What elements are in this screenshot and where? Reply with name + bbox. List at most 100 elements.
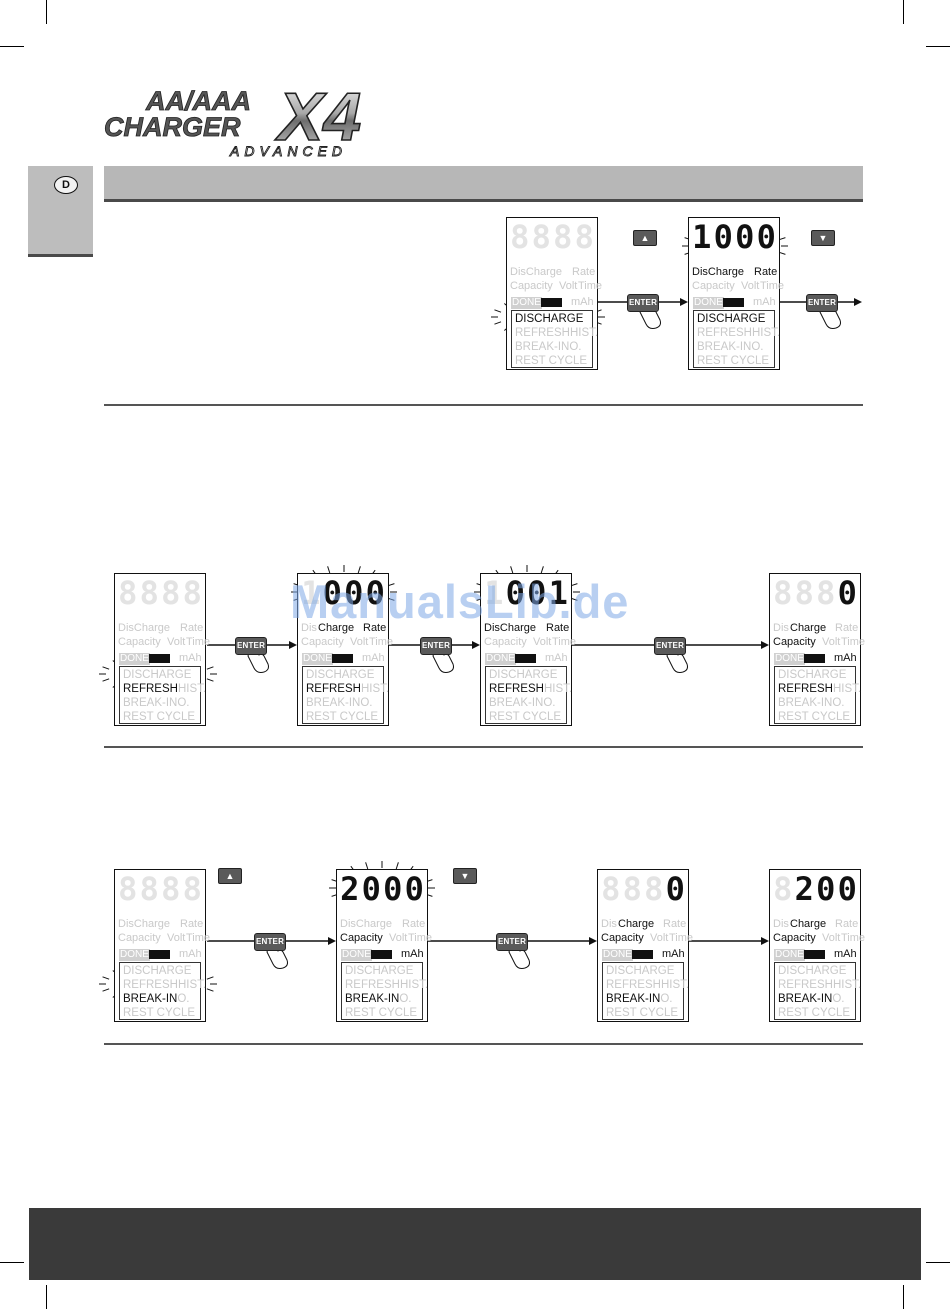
lcd-mode-item: REST CYCLE: [120, 710, 200, 724]
lcd-label-capacity: Capacity: [510, 280, 553, 292]
lcd-mode-item: REFRESHHIST.: [120, 682, 206, 696]
blink-ray: [540, 566, 544, 574]
enter-button[interactable]: ENTER: [235, 637, 267, 655]
lcd-digit: 8: [644, 870, 664, 908]
lcd-mode-item: REFRESHHIST.: [342, 978, 428, 992]
lcd-digit: 8: [182, 574, 202, 612]
lcd-mode-name: BREAK-IN: [606, 993, 661, 1005]
lcd-mah-label: mAh: [362, 652, 385, 664]
lcd-digit: 2: [340, 870, 360, 908]
lcd-mode-item: DISCHARGE: [120, 964, 200, 978]
lcd-digit: 2: [794, 870, 814, 908]
lcd-mode-name: REFRESH: [778, 683, 833, 695]
flow-arrowhead: [854, 298, 862, 306]
lcd-label-capacity: Capacity: [773, 636, 816, 648]
lcd-digit: 0: [837, 870, 857, 908]
crop-mark: [46, 0, 47, 24]
lcd-label-mode: DisCharge: [484, 622, 536, 634]
lcd-mode-name: REFRESH: [306, 683, 361, 695]
lcd-mode-item: BREAK-INO.: [120, 696, 200, 710]
lcd-progress-bar: [541, 298, 562, 307]
lcd-digit: 0: [527, 574, 547, 612]
blink-ray: [206, 988, 214, 992]
lcd-digit: 8: [161, 870, 181, 908]
logo-mark: X4: [274, 82, 361, 155]
down-arrow-button[interactable]: ▼: [811, 230, 835, 246]
lcd-done-label: DONE: [774, 653, 805, 665]
lcd-done-label: DONE: [602, 949, 633, 961]
lcd-mode-name: DISCHARGE: [515, 313, 584, 325]
lcd-digit: 8: [601, 870, 621, 908]
enter-button[interactable]: ENTER: [496, 933, 528, 951]
language-badge: D: [54, 176, 78, 194]
lcd-mode-item: BREAK-INO.: [120, 992, 200, 1006]
lcd-label-dis: Dis: [601, 918, 617, 930]
lcd-mode-name: DISCHARGE: [606, 965, 675, 977]
up-arrow-button[interactable]: ▲: [633, 230, 657, 246]
lcd-label-capacity: Capacity: [601, 932, 644, 944]
lcd-mah-label: mAh: [179, 948, 202, 960]
lcd-label-mode: Charge: [790, 918, 827, 930]
lcd-mode-item: BREAK-INO.: [775, 992, 855, 1006]
lcd-done-label: DONE: [302, 653, 333, 665]
blink-ray: [102, 976, 110, 980]
section-divider: [104, 1043, 863, 1045]
lcd-mode-item: REST CYCLE: [512, 354, 592, 368]
lcd-digit: 8: [574, 218, 594, 256]
lcd-progress-bar: [515, 654, 536, 663]
enter-button[interactable]: ENTER: [627, 294, 659, 312]
lcd-mode-item: DISCHARGE: [775, 668, 855, 682]
lcd-mode-item: REST CYCLE: [342, 1006, 422, 1020]
lcd-digit: 0: [383, 870, 403, 908]
lcd-mah-label: mAh: [571, 296, 594, 308]
lcd-mode-name: BREAK-IN: [489, 697, 544, 709]
enter-button[interactable]: ENTER: [806, 294, 838, 312]
lcd-label-volt: Volt: [822, 636, 841, 648]
lcd-digit: 8: [139, 574, 159, 612]
lcd-mode-item: DISCHARGE: [120, 668, 200, 682]
lcd-label-rate: Rate: [835, 622, 859, 634]
lcd-label-mode: DisCharge: [118, 918, 170, 930]
lcd-mode-name: BREAK-IN: [123, 993, 178, 1005]
lcd-label-rate: Rate: [572, 266, 596, 278]
blink-ray: [102, 678, 110, 682]
lcd-progress-bar: [149, 950, 170, 959]
lcd-mode-suffix: HIST.: [832, 979, 862, 991]
blink-ray: [494, 309, 502, 313]
lcd-label-rate: Rate: [754, 266, 778, 278]
flow-arrowhead: [289, 641, 297, 649]
lcd-mode-name: DISCHARGE: [778, 669, 847, 681]
lcd-mode-name: REFRESH: [778, 979, 833, 991]
lcd-digit: 0: [713, 218, 733, 256]
lcd-label-volt: Volt: [389, 932, 408, 944]
lcd-mode-suffix: O.: [177, 993, 190, 1005]
down-arrow-button[interactable]: ▼: [453, 868, 477, 884]
lcd-mah-label: mAh: [545, 652, 568, 664]
lcd-mode-item: DISCHARGE: [775, 964, 855, 978]
lcd-mode-name: REFRESH: [515, 327, 570, 339]
lcd-digit: 0: [322, 574, 342, 612]
lcd-mode-suffix: HIST.: [177, 979, 207, 991]
lcd-mode-suffix: O.: [360, 697, 373, 709]
section-divider: [104, 746, 863, 748]
lcd-digit: 8: [622, 870, 642, 908]
lcd-done-label: DONE: [119, 949, 150, 961]
up-arrow-button[interactable]: ▲: [218, 868, 242, 884]
enter-button[interactable]: ENTER: [654, 637, 686, 655]
lcd-mode-name: BREAK-IN: [515, 341, 570, 353]
lcd-digit: 0: [404, 870, 424, 908]
enter-button[interactable]: ENTER: [420, 637, 452, 655]
lcd-mode-suffix: HIST.: [569, 327, 599, 339]
enter-button[interactable]: ENTER: [254, 933, 286, 951]
